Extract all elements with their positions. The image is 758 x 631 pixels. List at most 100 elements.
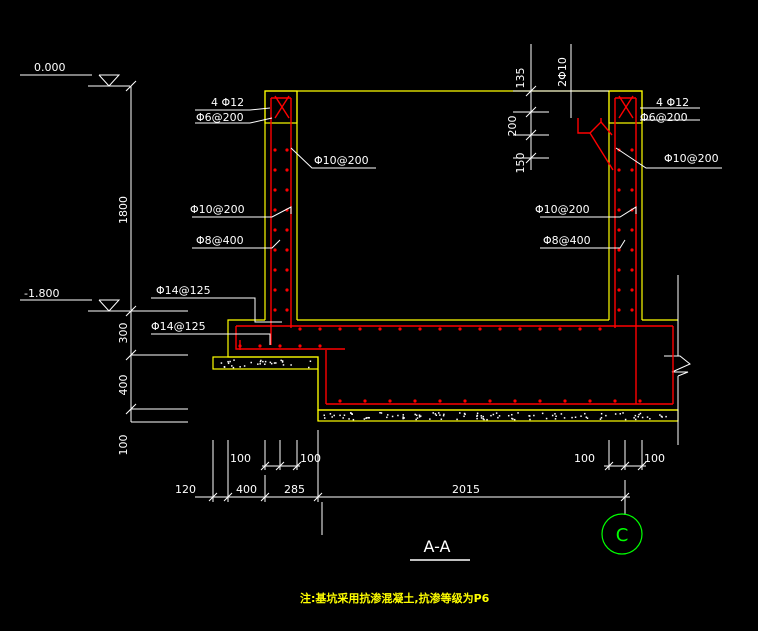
rebar-dot <box>238 344 242 348</box>
hatch-speck <box>442 414 445 417</box>
rebar-dot <box>418 327 422 331</box>
rebar-dot <box>463 399 467 403</box>
rebar-dot <box>630 228 634 232</box>
hatch-speck <box>435 414 438 417</box>
hatch-speck <box>264 360 267 363</box>
hatch-speck <box>633 417 635 419</box>
rebar-dot <box>538 399 542 403</box>
hatch-speck <box>600 412 603 415</box>
hatch-speck <box>476 412 479 415</box>
hatch-speck <box>661 416 663 418</box>
hatch-speck <box>551 414 554 417</box>
rebar-dot <box>630 148 634 152</box>
design-note: 注:基坑采用抗渗混凝土,抗渗等级为P6 <box>300 591 490 605</box>
rebar-dot <box>630 288 634 292</box>
rebar-dot <box>273 148 277 152</box>
rebar-dot <box>630 168 634 172</box>
dim-left-100-b: 100 <box>300 452 321 465</box>
rebar-dot <box>273 228 277 232</box>
hatch-speck <box>497 416 499 419</box>
rebar-dot <box>438 327 442 331</box>
hatch-speck <box>533 414 535 417</box>
rebar-dot <box>273 268 277 272</box>
dim-1800: 1800 <box>117 196 130 224</box>
hatch-speck <box>555 415 557 417</box>
hatch-speck <box>586 417 589 419</box>
hatch-speck <box>250 361 252 364</box>
elevation-top-label: 0.000 <box>34 61 66 74</box>
rebar-dot <box>630 308 634 312</box>
rebar-dot <box>285 308 289 312</box>
hatch-speck <box>260 359 262 362</box>
elevation-marks <box>20 74 130 312</box>
hatch-speck <box>545 417 548 420</box>
hatch-speck <box>259 363 261 365</box>
hatch-speck <box>269 361 272 364</box>
hatch-speck <box>619 413 622 415</box>
axis-bubble <box>601 513 643 555</box>
hatch-speck <box>584 412 586 415</box>
rebar-dot <box>285 148 289 152</box>
rebar-dot <box>278 344 282 348</box>
hatch-speck <box>511 413 513 416</box>
dim-200: 200 <box>506 116 519 137</box>
hatch-speck <box>323 414 325 417</box>
hatch-speck <box>639 412 642 415</box>
hatch-speck <box>264 363 266 365</box>
hatch-speck <box>660 415 663 418</box>
hatch-speck <box>463 415 465 418</box>
hatch-speck <box>290 364 292 366</box>
hatch-speck <box>227 360 229 363</box>
rebar-dot <box>438 399 442 403</box>
hatch-speck <box>480 415 483 417</box>
rebar-dot <box>630 268 634 272</box>
hatch-speck <box>563 417 566 419</box>
label-right-top-main: 4 Φ12 <box>656 96 689 109</box>
hatch-speck <box>273 362 276 364</box>
rebar-dot <box>398 327 402 331</box>
rebar-dot <box>273 188 277 192</box>
hatch-speck <box>517 412 519 414</box>
hatch-speck <box>352 418 355 421</box>
label-left-wall-dist: Φ8@400 <box>196 234 244 247</box>
rebar-dot <box>285 168 289 172</box>
hatch-speck <box>554 413 556 415</box>
hatch-speck <box>492 413 495 416</box>
dim-135: 135 <box>514 68 527 89</box>
label-left-wall: Φ10@200 <box>314 154 369 167</box>
dim-left-100-a: 100 <box>230 452 251 465</box>
rebar-dot <box>273 208 277 212</box>
hatch-speck <box>511 417 513 420</box>
hatch-speck <box>280 359 282 362</box>
hatch-speck <box>456 418 458 421</box>
dim-400: 400 <box>117 375 130 396</box>
rebar-dot <box>630 188 634 192</box>
hatch-speck <box>634 414 637 417</box>
label-right-top-stirrup: Φ6@200 <box>640 111 688 124</box>
hatch-speck <box>429 418 431 420</box>
hatch-speck <box>380 412 383 414</box>
elevation-bottom-label: -1.800 <box>24 287 59 300</box>
hatch-speck <box>259 360 262 363</box>
hatch-speck <box>281 360 284 362</box>
hatch-speck <box>281 361 284 363</box>
hatch-speck <box>659 414 661 416</box>
rebar-dot <box>458 327 462 331</box>
rebar-dot <box>413 399 417 403</box>
rebar-dot <box>638 399 642 403</box>
rebar-dot <box>285 188 289 192</box>
hatch-speck <box>641 416 644 419</box>
hatch-speck <box>379 412 381 414</box>
dim-right-100-b: 100 <box>644 452 665 465</box>
dim-285: 285 <box>284 483 305 496</box>
hatch-speck <box>560 413 563 415</box>
hatch-speck <box>339 414 341 417</box>
hatch-speck <box>529 418 531 421</box>
rebar-dot <box>273 308 277 312</box>
hatch-speck <box>580 415 582 417</box>
hatch-speck <box>363 418 366 420</box>
hatch-speck <box>476 414 479 417</box>
hatch-speck <box>282 364 285 366</box>
hatch-speck <box>415 414 418 417</box>
